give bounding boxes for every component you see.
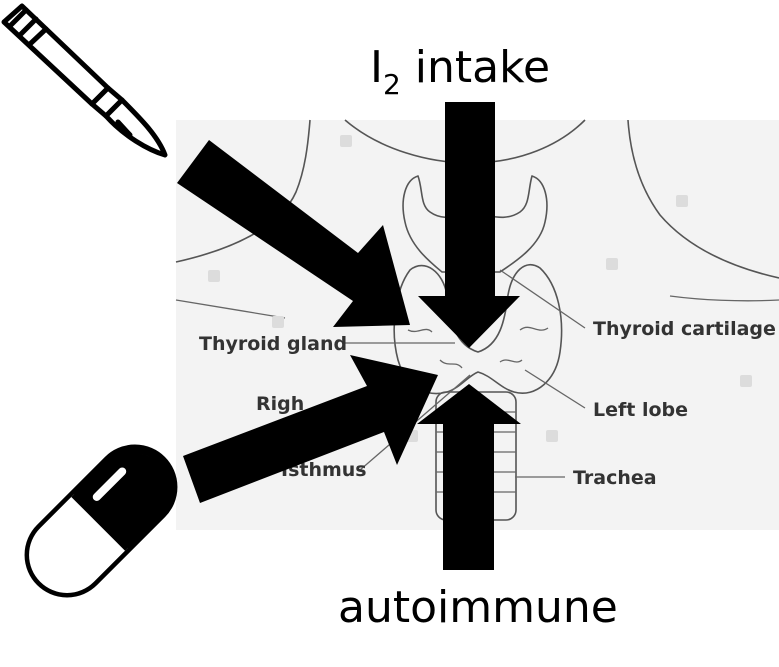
- pill-capsule-icon: [24, 444, 178, 598]
- label-trachea: Trachea: [573, 467, 657, 489]
- arrow-from-scalpel: [177, 140, 410, 327]
- thyroid-cartilage-shape: [402, 175, 548, 273]
- label-thyroid-cartilage: Thyroid cartilage: [593, 318, 776, 340]
- factor-arrows: [177, 102, 521, 570]
- label-isthmus: Isthmus: [281, 459, 367, 481]
- arrow-from-pill: [183, 355, 438, 503]
- arrow-up-autoimmune: [417, 384, 521, 570]
- label-left-lobe: Left lobe: [593, 399, 688, 421]
- arrow-down-iodine: [418, 102, 520, 348]
- iodine-intake-label: I2 intake: [370, 42, 550, 101]
- watermark-marks: [208, 135, 752, 442]
- scalpel-icon: [1, 3, 168, 158]
- label-thyroid-gland: Thyroid gland: [199, 333, 347, 355]
- autoimmune-label: autoimmune: [338, 582, 618, 633]
- label-right-lobe: Righ: [256, 393, 304, 415]
